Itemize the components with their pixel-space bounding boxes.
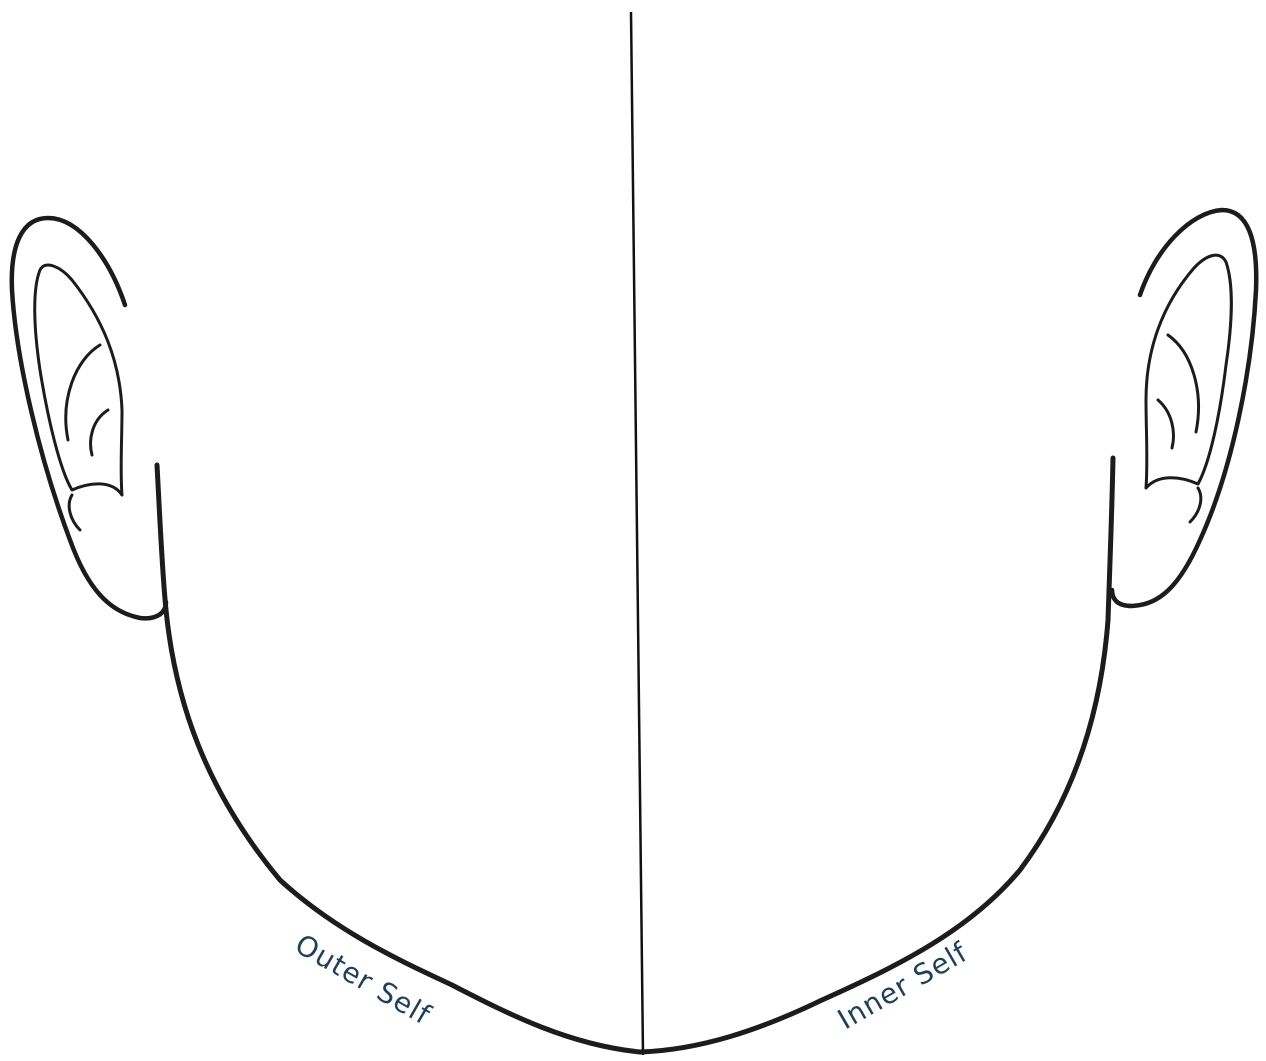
right-ear-outer-curve <box>1112 210 1256 606</box>
right-ear-inner-fold <box>1146 255 1231 488</box>
right-ear-inner-ridge-2 <box>1158 400 1173 448</box>
right-ear <box>1112 210 1256 606</box>
left-ear-outer-curve <box>12 218 166 618</box>
right-ear-inner-ridge-3 <box>1190 488 1201 522</box>
left-ear-inner-ridge-2 <box>91 410 108 455</box>
outer-self-label: Outer Self <box>290 927 437 1031</box>
right-ear-inner-ridge-1 <box>1168 335 1198 432</box>
left-ear-inner-fold <box>35 265 122 495</box>
center-divider-line <box>631 12 643 1055</box>
left-ear-inner-ridge-3 <box>69 495 80 530</box>
left-ear <box>12 218 166 618</box>
